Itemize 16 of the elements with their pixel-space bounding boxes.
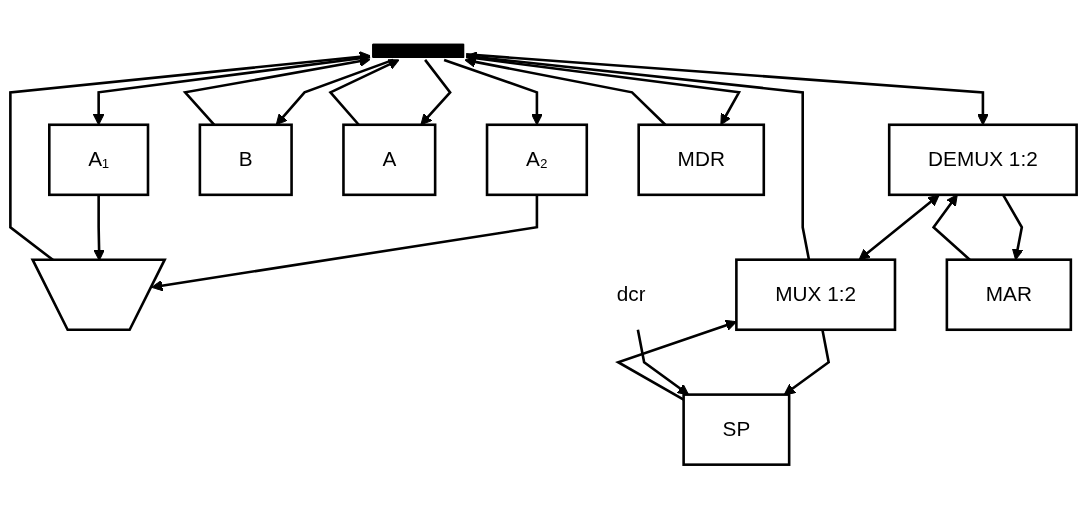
arrow [636,329,689,396]
node-box: DEMUX 1:2 [887,123,1078,197]
node-box: A₂ [485,123,589,197]
node-box: MUX 1:2 [735,258,897,332]
node-trapezoid [30,258,167,332]
node-box: A [342,123,437,197]
node-box: B [198,123,293,197]
arrow [783,329,831,396]
arrow [151,194,539,292]
node-box: SP [682,393,791,466]
node-box: MDR [637,123,766,197]
arrow [615,319,737,401]
arrow [465,51,811,260]
node-text: dcr [616,283,646,306]
node-box: A₁ [48,123,150,197]
node-box: MAR [945,258,1073,332]
